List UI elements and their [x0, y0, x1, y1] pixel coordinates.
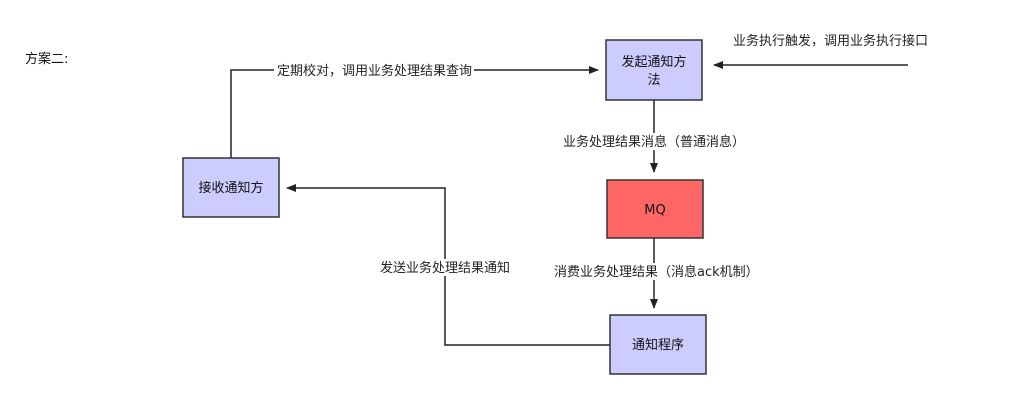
- edge-label-trigger: 业务执行触发，调用业务执行接口: [733, 33, 928, 49]
- node-notifier: 通知程序: [609, 314, 707, 375]
- edge-label-consume: 消费业务处理结果（消息ack机制）: [554, 264, 759, 280]
- node-initiator-label-line1: 发起通知方: [621, 54, 686, 70]
- node-receiver-label: 接收通知方: [198, 180, 263, 196]
- edge-label-bg-notify: [378, 259, 514, 276]
- edge-label-bg-produce: [561, 133, 747, 150]
- node-initiator: 发起通知方 法: [605, 39, 703, 101]
- edge-label-reconcile: 定期校对，调用业务处理结果查询: [277, 63, 472, 79]
- edge-label-produce: 业务处理结果消息（普通消息）: [563, 134, 745, 150]
- edge-reconcile: [230, 66, 599, 158]
- diagram-title: 方案二:: [25, 51, 68, 67]
- edge-label-bg-consume: [552, 263, 752, 280]
- node-receiver: 接收通知方: [182, 157, 280, 218]
- node-mq: MQ: [606, 179, 704, 239]
- node-mq-label: MQ: [644, 203, 665, 218]
- edge-label-notify: 发送业务处理结果通知: [380, 260, 510, 276]
- node-initiator-label-line2: 法: [647, 73, 660, 88]
- edge-label-bg-reconcile: [274, 62, 474, 78]
- node-notifier-label: 通知程序: [632, 337, 684, 353]
